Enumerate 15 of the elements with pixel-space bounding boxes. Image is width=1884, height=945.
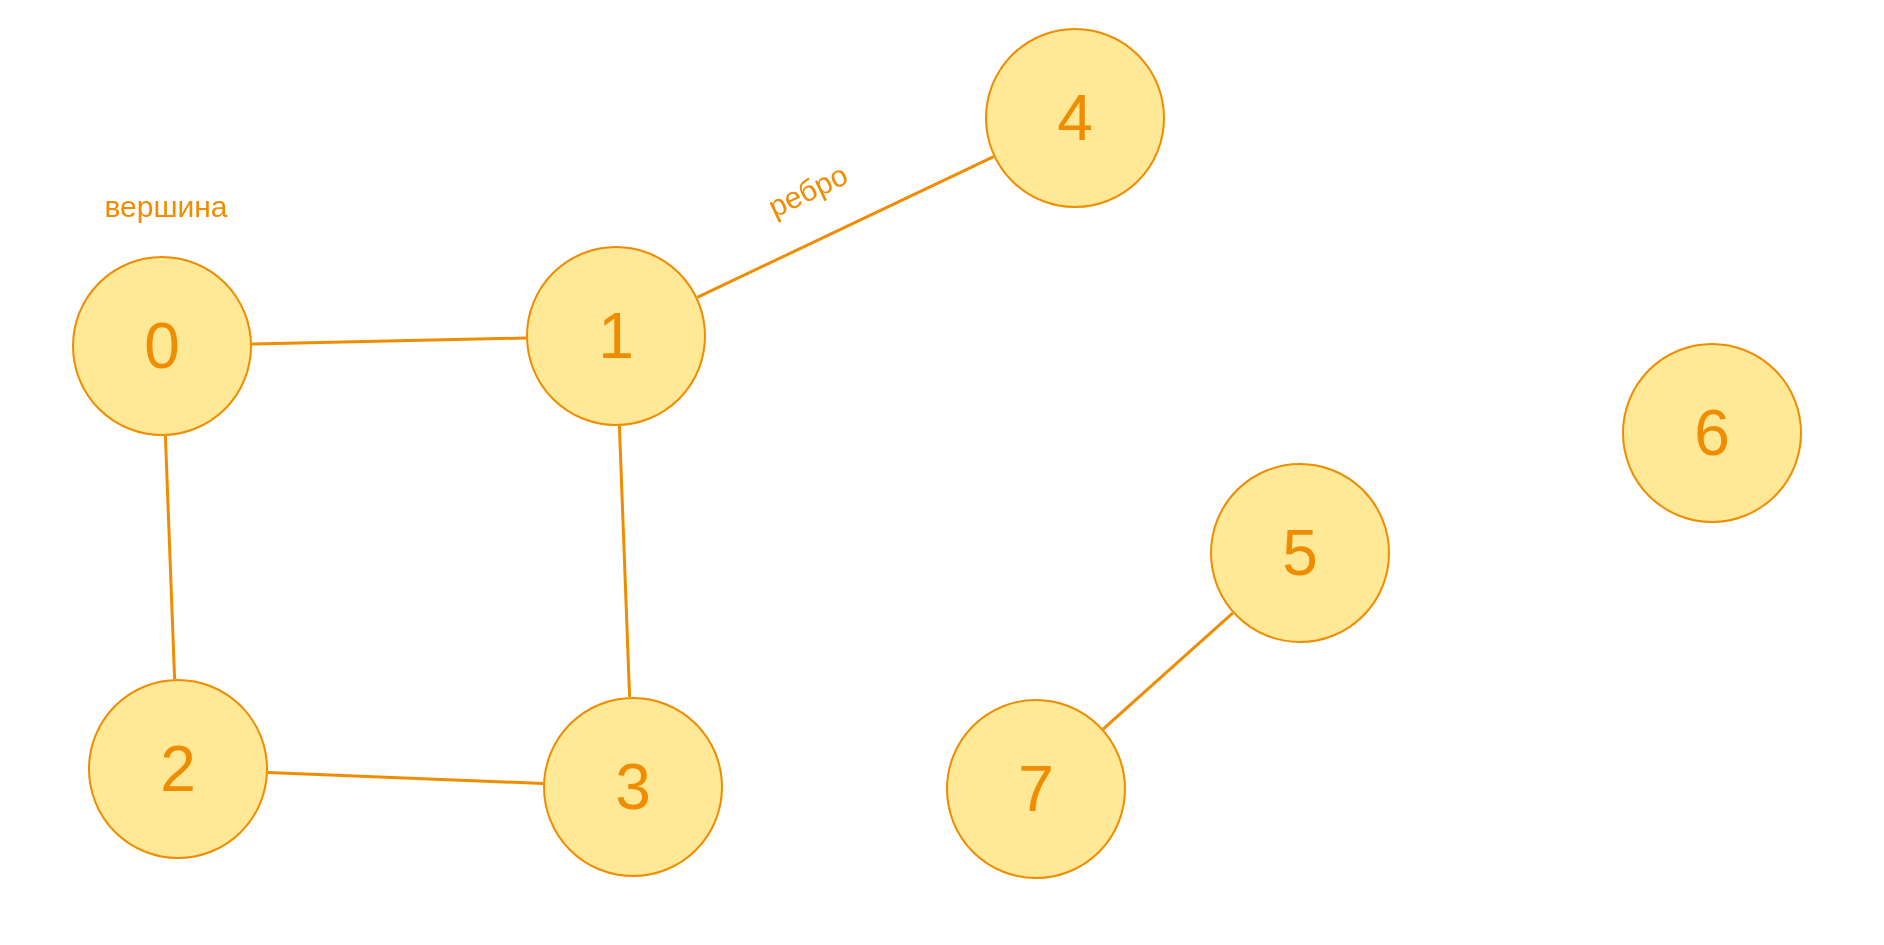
edge-line [267, 771, 544, 785]
edge-line [696, 155, 995, 299]
vertex-number: 4 [1057, 86, 1093, 150]
vertex-number: 7 [1018, 757, 1054, 821]
edge-line [163, 435, 177, 680]
edge-line [1102, 611, 1234, 731]
edge-line [617, 425, 632, 698]
annotation-text: вершина [104, 192, 228, 222]
vertex-number: 6 [1694, 401, 1730, 465]
vertex-number: 0 [144, 314, 180, 378]
vertex-number: 2 [160, 737, 196, 801]
vertex-number: 1 [598, 304, 634, 368]
vertex-number: 5 [1282, 521, 1318, 585]
edge-line [251, 336, 527, 346]
vertex-number: 3 [615, 755, 651, 819]
